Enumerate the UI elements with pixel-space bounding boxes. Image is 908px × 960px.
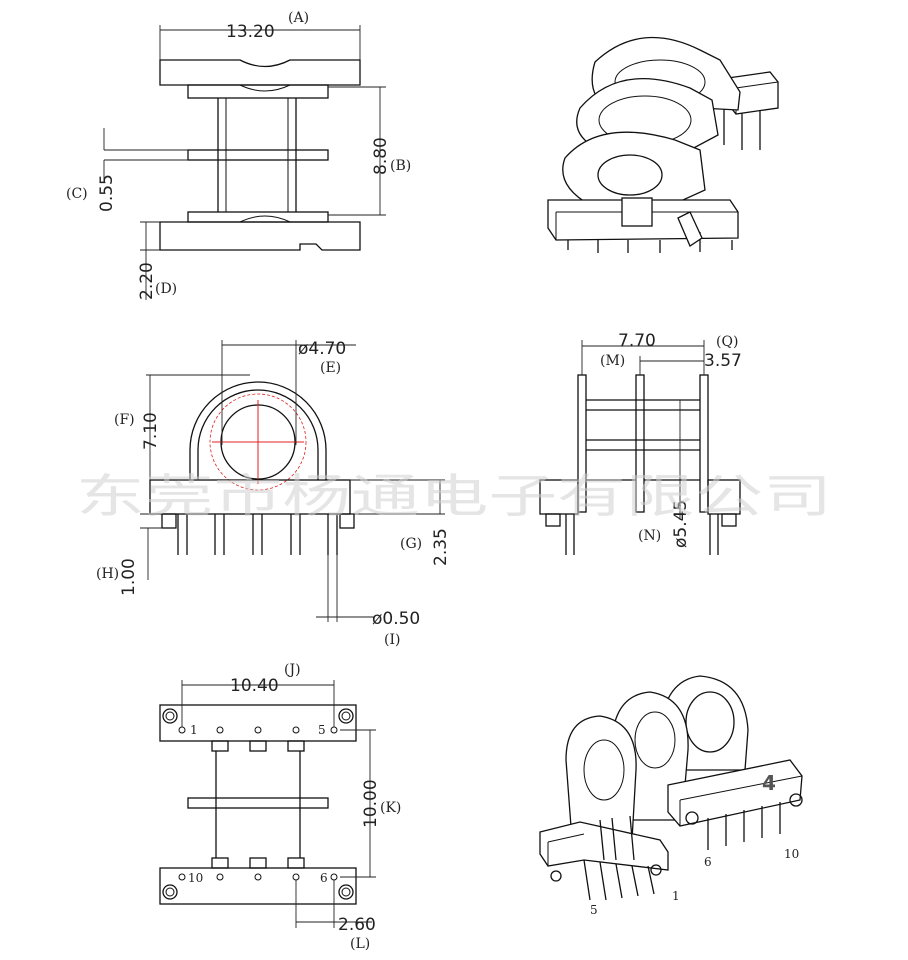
company-watermark: 东莞市杨通电子有限公司	[76, 469, 832, 523]
dim-e-value: ø4.70	[298, 339, 346, 359]
dim-k-value: 10.00	[361, 779, 381, 828]
dim-i-value: ø0.50	[372, 609, 420, 629]
dim-f-value: 7.10	[141, 412, 161, 450]
pin-label-6: 6	[320, 871, 328, 885]
dim-b-tag: (B)	[390, 158, 411, 174]
iso-pin-label-10: 10	[784, 847, 799, 861]
dim-b-value: 8.80	[371, 137, 391, 175]
side-view	[140, 340, 445, 622]
dim-m-value: 7.70	[618, 331, 656, 351]
dim-h-value: 1.00	[119, 558, 139, 596]
dim-c-value: 0.55	[97, 174, 117, 212]
dim-a-tag: (A)	[288, 10, 309, 26]
iso-view-bottom	[539, 675, 803, 901]
dim-k-tag: (K)	[380, 800, 401, 816]
dim-d-tag: (D)	[155, 281, 177, 297]
dim-e-tag: (E)	[320, 360, 341, 376]
dim-q-value: 3.57	[704, 351, 742, 371]
dim-f-tag: (F)	[114, 412, 135, 428]
pin-label-1: 1	[190, 723, 198, 737]
dim-g-tag: (G)	[400, 536, 422, 552]
pin-label-10: 10	[188, 871, 203, 885]
dim-h-tag: (H)	[96, 566, 119, 582]
dim-l-value: 2.60	[338, 915, 376, 935]
dim-c-tag: (C)	[66, 186, 88, 202]
iso-view-top	[547, 36, 779, 253]
iso-pin-label-6: 6	[704, 855, 712, 869]
dim-j-value: 10.40	[230, 676, 279, 696]
dim-d-value: 2.20	[137, 262, 157, 300]
dim-m-tag: (M)	[600, 353, 625, 369]
end-view	[539, 340, 741, 555]
dim-i-tag: (I)	[384, 632, 400, 648]
bottom-view	[159, 680, 376, 928]
dim-j-tag: (J)	[284, 662, 301, 678]
iso-marker-4: 4	[762, 771, 776, 795]
dim-q-tag: (Q)	[716, 334, 738, 350]
dim-n-tag: (N)	[638, 528, 661, 544]
dim-l-tag: (L)	[350, 936, 370, 952]
iso-pin-label-1: 1	[672, 889, 680, 903]
dim-g-value: 2.35	[431, 528, 451, 566]
pin-label-5: 5	[318, 723, 326, 737]
front-view	[103, 25, 386, 300]
dim-a-value: 13.20	[226, 22, 275, 42]
iso-pin-label-5: 5	[590, 903, 598, 917]
dim-n-value: ø5.45	[671, 500, 691, 548]
